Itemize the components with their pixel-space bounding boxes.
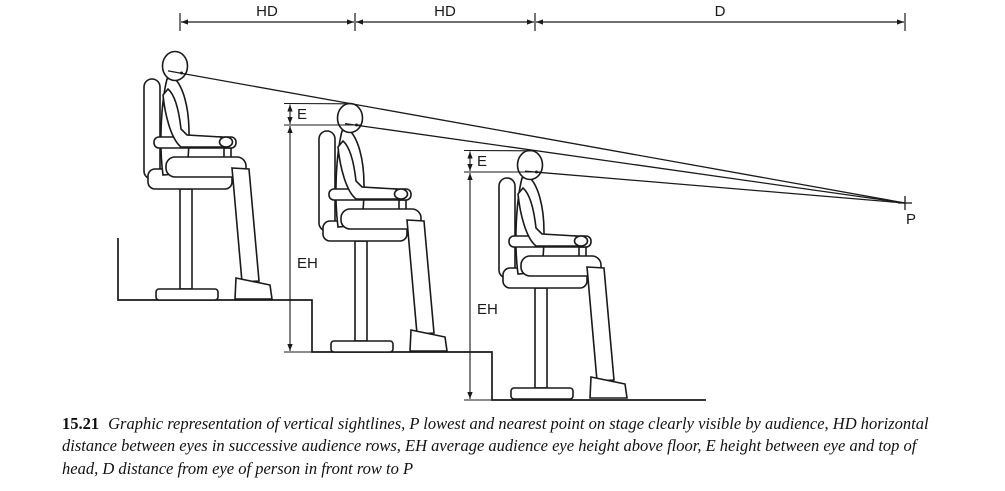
sightlines (167, 70, 906, 204)
dimension-label-e-row3: E (477, 153, 487, 170)
stage-point-label: P (906, 211, 916, 228)
dimension-label-eh-row2: EH (297, 255, 318, 272)
caption-number: 15.21 (62, 414, 100, 433)
dimension-label-e-row2: E (297, 106, 307, 123)
dimensions-row2 (283, 102, 362, 353)
dimension-label-d: D (715, 3, 726, 20)
audience-figure-row2 (318, 102, 448, 353)
caption-text: Graphic representation of vertical sight… (62, 414, 929, 478)
dimension-label-hd1: HD (256, 3, 278, 20)
dimension-label-hd2: HD (434, 3, 456, 20)
stage-point-marker (898, 196, 912, 210)
dimension-row-top (179, 13, 906, 31)
sightline-row3 (524, 170, 906, 204)
sightline-row1 (167, 70, 906, 204)
sightline-row2 (344, 122, 906, 204)
dimension-label-eh-row3: EH (477, 301, 498, 318)
dimensions-row3 (463, 149, 542, 401)
audience-figure-row1 (143, 50, 273, 301)
audience-figure-row3 (498, 149, 628, 400)
